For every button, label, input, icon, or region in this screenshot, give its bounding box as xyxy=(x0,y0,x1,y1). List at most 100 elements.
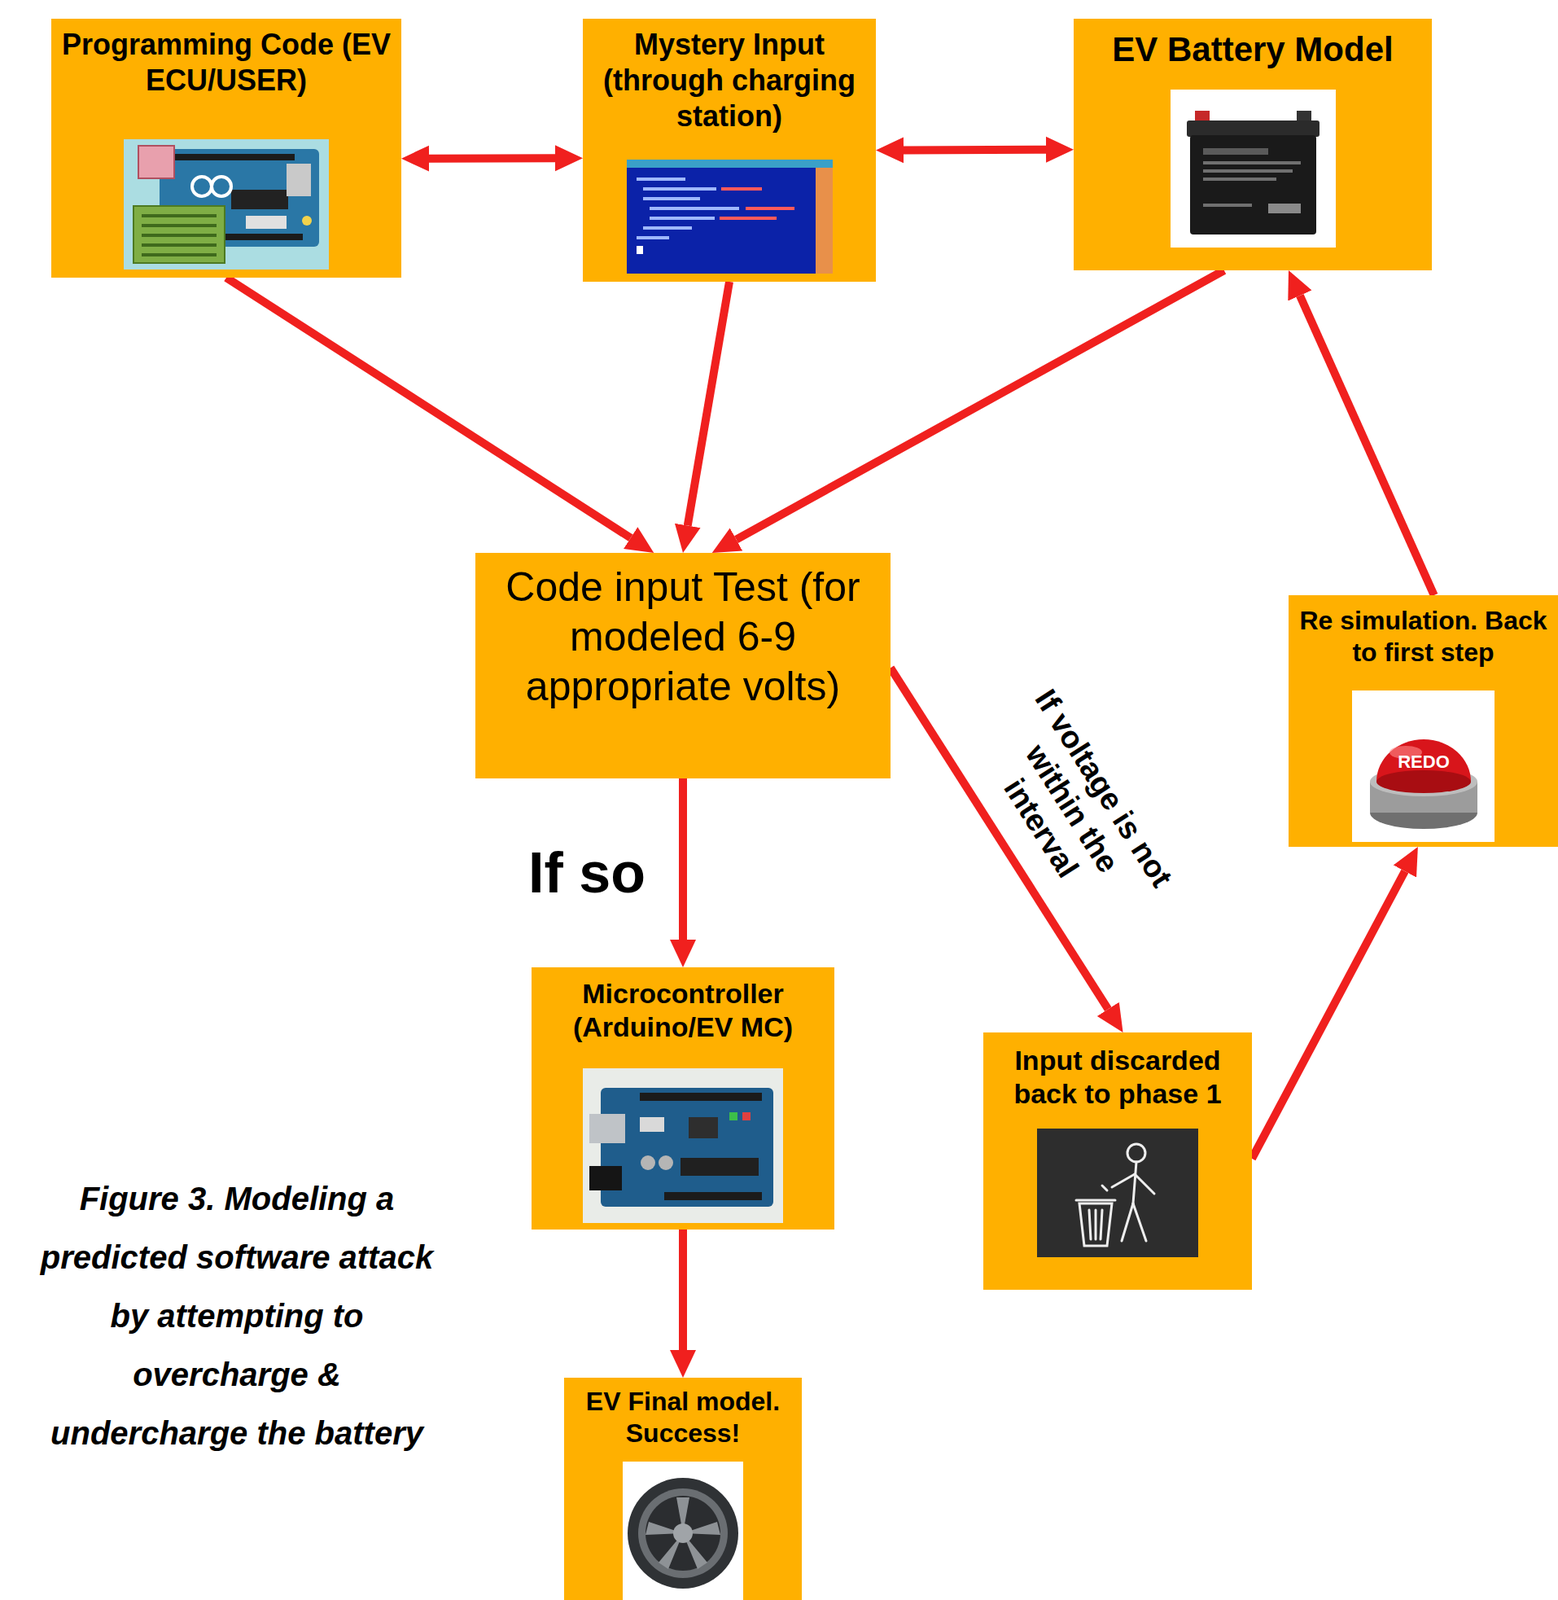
picture-part xyxy=(1203,161,1301,165)
picture-part xyxy=(645,1496,721,1569)
picture-part xyxy=(231,189,289,210)
flow-arrow xyxy=(1299,295,1435,596)
picture-part xyxy=(172,153,295,161)
picture-part xyxy=(1037,1128,1199,1257)
picture-part xyxy=(1186,120,1320,137)
picture-part xyxy=(643,196,701,201)
picture-part xyxy=(1203,169,1293,173)
picture-part xyxy=(141,243,217,247)
process-box: EV Final model. Success! xyxy=(564,1377,802,1600)
picture-part xyxy=(582,1067,784,1223)
picture-part xyxy=(1268,203,1301,214)
picture-part xyxy=(645,1495,721,1571)
edge-label: If so xyxy=(525,836,649,909)
arduino-board-picture xyxy=(123,139,329,270)
picture-part xyxy=(673,1522,693,1543)
arduino-board-picture xyxy=(123,139,329,270)
microcontroller-picture xyxy=(582,1067,784,1223)
flow-arrow xyxy=(1251,870,1405,1159)
picture-part xyxy=(1127,1143,1146,1162)
picture-part xyxy=(643,187,717,191)
battery-picture xyxy=(1170,89,1336,248)
picture-part xyxy=(138,145,175,179)
picture-part xyxy=(192,176,212,197)
picture-part xyxy=(141,223,217,228)
picture-part xyxy=(286,163,311,197)
picture-part xyxy=(639,1116,665,1132)
picture-part xyxy=(627,1477,739,1589)
process-box: Re simulation. Back to first step REDO xyxy=(1288,595,1558,847)
picture-part xyxy=(688,1116,718,1138)
box-text: Re simulation. Back to first step xyxy=(1295,604,1552,669)
flow-arrow xyxy=(903,145,1046,155)
code-screen-picture xyxy=(626,159,833,274)
picture-part xyxy=(141,214,217,257)
microcontroller-picture xyxy=(582,1067,784,1223)
flow-arrow xyxy=(678,1229,688,1350)
picture-part xyxy=(1089,1209,1091,1239)
picture-part xyxy=(1203,177,1277,181)
picture-part xyxy=(636,236,670,240)
picture-part xyxy=(1100,1209,1103,1239)
picture-part xyxy=(141,214,217,218)
code-screen-picture xyxy=(626,159,833,274)
picture-part xyxy=(729,1111,738,1121)
picture-part xyxy=(745,206,795,211)
picture-part xyxy=(1079,1203,1112,1246)
flow-arrow xyxy=(687,281,730,526)
picture-part xyxy=(133,205,225,263)
picture-part xyxy=(600,1087,774,1207)
flow-arrow xyxy=(735,270,1224,540)
picture-part xyxy=(719,216,777,220)
box-text: Code input Test (for modeled 6-9 appropr… xyxy=(481,562,885,712)
picture-part xyxy=(639,1092,762,1101)
process-box: Programming Code (EV ECU/USER) xyxy=(51,18,402,278)
button-label: REDO xyxy=(1397,752,1450,771)
edge-label: If voltage is not within the interval xyxy=(954,668,1191,949)
picture-part xyxy=(1094,1209,1098,1239)
picture-part xyxy=(1111,1173,1135,1187)
battery-picture xyxy=(1170,89,1336,248)
picture-part xyxy=(1203,148,1269,155)
box-text: EV Battery Model xyxy=(1111,28,1393,71)
picture-part xyxy=(658,1155,674,1170)
picture-part xyxy=(1133,1203,1147,1241)
picture-part xyxy=(636,245,644,254)
picture-part xyxy=(589,1165,622,1191)
picture-part xyxy=(1102,1185,1108,1191)
picture-part xyxy=(815,167,833,274)
picture-part xyxy=(213,233,303,241)
redo-button-picture: REDO xyxy=(1352,690,1495,842)
picture-part xyxy=(141,233,217,237)
picture-part xyxy=(649,216,715,220)
box-text: EV Final model. Success! xyxy=(570,1385,796,1449)
picture-part xyxy=(123,139,329,270)
picture-part xyxy=(1296,110,1312,123)
picture-part xyxy=(1194,110,1210,123)
decision-box: Code input Test (for modeled 6-9 appropr… xyxy=(475,552,891,779)
picture-part xyxy=(1133,1161,1137,1204)
process-box: EV Battery Model xyxy=(1073,18,1432,271)
picture-part xyxy=(636,177,686,181)
picture-part xyxy=(141,253,217,257)
flow-arrow xyxy=(428,153,556,162)
picture-part xyxy=(1076,1199,1116,1202)
picture-part xyxy=(649,206,740,211)
flow-arrow xyxy=(678,778,688,940)
picture-part xyxy=(680,1157,759,1176)
trash-sign-picture xyxy=(1037,1128,1199,1257)
box-text: Microcontroller (Arduino/EV MC) xyxy=(538,976,828,1045)
picture-part xyxy=(1134,1173,1155,1194)
picture-part xyxy=(211,176,232,197)
picture-part xyxy=(643,226,692,230)
process-box: Mystery Input (through charging station) xyxy=(582,18,876,282)
process-box: Input discarded back to phase 1 xyxy=(983,1032,1252,1290)
picture-part xyxy=(589,1113,626,1143)
picture-part xyxy=(664,1191,762,1200)
picture-part xyxy=(622,1461,744,1600)
wheel-picture xyxy=(622,1461,744,1600)
picture-part xyxy=(742,1111,751,1121)
picture-part xyxy=(1203,203,1252,207)
picture-part xyxy=(1352,690,1495,842)
